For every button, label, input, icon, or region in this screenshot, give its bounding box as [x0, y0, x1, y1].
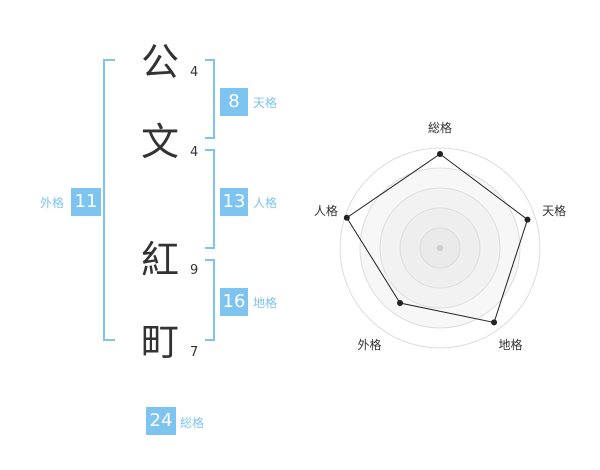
soukaku-label: 総格 — [180, 416, 205, 430]
name-char-3: 紅 — [140, 238, 179, 282]
gaikaku-bracket — [103, 59, 115, 341]
stroke-count-1: 4 — [190, 65, 199, 80]
radar-point-3 — [491, 319, 498, 326]
radar-point-4 — [397, 300, 404, 307]
stroke-count-4: 7 — [190, 345, 199, 360]
chikaku-label: 地格 — [253, 296, 278, 310]
radar-point-5 — [343, 214, 350, 221]
radar-axis-label-5: 人格 — [314, 203, 338, 218]
jinkaku-badge: 13 — [220, 188, 248, 216]
radar-grid — [339, 147, 541, 349]
soukaku-badge: 24 — [146, 407, 176, 435]
radar-point-1 — [437, 151, 443, 157]
tenkaku-label: 天格 — [253, 96, 278, 110]
radar-axis-label-3: 地格 — [499, 337, 523, 352]
radar-axis-label-2: 天格 — [542, 203, 566, 218]
radar-series-polygon — [346, 153, 529, 324]
stroke-count-3: 9 — [190, 263, 199, 278]
radar-points — [343, 151, 531, 326]
jinkaku-label: 人格 — [253, 196, 278, 210]
jinkaku-bracket — [205, 149, 215, 249]
name-char-1: 公 — [140, 40, 179, 84]
radar-axis-label-4: 外格 — [357, 337, 381, 352]
name-char-4: 町 — [140, 320, 179, 364]
chikaku-bracket — [205, 259, 215, 341]
chikaku-badge: 16 — [220, 288, 248, 316]
radar-axis-label-1: 総格 — [428, 120, 452, 135]
tenkaku-bracket — [205, 59, 215, 139]
radar-center — [437, 245, 443, 251]
radar-point-2 — [524, 216, 531, 223]
gaikaku-label: 外格 — [40, 196, 65, 210]
stroke-count-2: 4 — [190, 145, 199, 160]
tenkaku-badge: 8 — [220, 88, 248, 116]
name-char-2: 文 — [140, 120, 179, 164]
gaikaku-badge: 11 — [71, 188, 101, 216]
